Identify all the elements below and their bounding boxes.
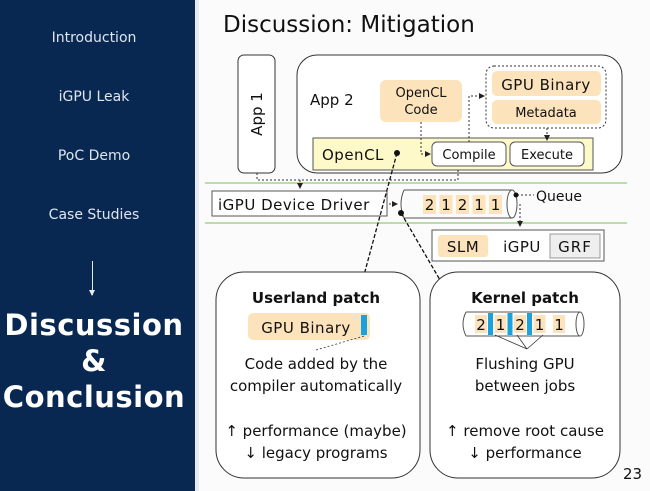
kernel-job-cell [494,315,507,333]
nav-item-poc-demo[interactable]: PoC Demo [57,148,131,164]
current-section-line1: Discussion [4,308,184,342]
kernel-job-cell [514,315,526,333]
app2-label: App 2 [310,91,354,109]
sidebar [0,0,195,491]
compile-to-binary-arrow [468,93,485,142]
gpu-binary-label: GPU Binary [501,76,591,94]
queue-job-cell [456,195,469,214]
queue-to-kernel-leader [400,212,441,281]
queue-job-cell [439,195,453,214]
apps-to-driver-connector [256,170,459,181]
opencl-code-line2: Code [404,103,437,118]
queue-job-cell [423,195,436,214]
app1-box: App 1 [237,54,276,174]
flush-marker [507,313,513,335]
compile-label: Compile [442,148,495,163]
slide-title: Discussion: Mitigation [223,12,475,38]
userland-con: ↓ legacy programs [244,444,387,462]
kernel-desc2: between jobs [475,377,575,395]
queue-job-cell [472,195,486,214]
queue-job-value: 2 [458,196,468,214]
queue-job-value: 1 [491,196,501,214]
kernel-pro: ↑ remove root cause [446,422,604,440]
sidebar-divider [195,0,199,491]
kernel-job-value: 1 [554,316,564,334]
kernel-con: ↓ performance [468,444,581,462]
page-number: 23 [623,465,643,483]
queue-dot [513,192,519,198]
kernel-job-value: 1 [535,316,545,334]
grf-label: GRF [558,238,592,256]
queue-label: Queue [536,189,582,205]
kernel-job-cell [553,315,565,333]
userland-patch-panel: Userland patch GPU Binary Code added by … [215,271,421,479]
userland-binary-label: GPU Binary [261,319,351,337]
kernel-job-cell [475,315,487,333]
opencl-code-box: OpenCL Code [380,80,462,122]
added-code-marker [361,315,367,335]
driver-label: iGPU Device Driver [218,196,370,214]
userland-pro: ↑ performance (maybe) [225,422,406,440]
flush-marker [527,313,532,335]
arrow-down-icon [89,261,95,296]
queue-job-value: 1 [441,196,451,214]
device-driver-box: iGPU Device Driver [211,190,388,217]
kernel-title: Kernel patch [471,289,579,307]
queue-job-value: 1 [474,196,484,214]
opencl-code-line1: OpenCL [395,86,447,101]
userland-desc1: Code added by the [245,355,388,373]
nav-item-igpu-leak[interactable]: iGPU Leak [58,89,130,105]
opencl-to-userland-leader [363,152,398,276]
igpu-box: SLM iGPU GRF [431,229,605,262]
execute-button-shape: Execute [509,141,585,167]
queue-job-value: 2 [425,196,435,214]
current-section[interactable]: Discussion & Conclusion [0,307,188,415]
kernel-desc1: Flushing GPU [475,355,574,373]
current-section-line3: Conclusion [2,380,186,414]
flush-marker [488,313,493,335]
compile-button-shape: Compile [431,141,507,167]
userland-title: Userland patch [252,289,380,307]
nav-item-case-studies[interactable]: Case Studies [48,207,140,223]
current-section-line2: & [81,344,107,378]
nav-item-introduction[interactable]: Introduction [51,30,137,46]
execute-label: Execute [521,148,573,163]
kernel-job-value: 1 [496,316,506,334]
kernel-job-value: 2 [515,316,525,334]
opencl-label: OpenCL [322,146,384,164]
gpu-binary-group: GPU Binary Metadata [485,65,607,129]
metadata-label: Metadata [515,106,577,121]
igpu-label: iGPU [503,238,541,256]
slm-label: SLM [447,238,479,256]
kernel-job-value: 2 [476,316,486,334]
userland-desc2: compiler automatically [230,377,402,395]
app1-label: App 1 [248,92,266,136]
kernel-job-cell [533,315,546,333]
code-to-compile-arrow [420,122,431,157]
queue-job-cell [489,195,502,214]
